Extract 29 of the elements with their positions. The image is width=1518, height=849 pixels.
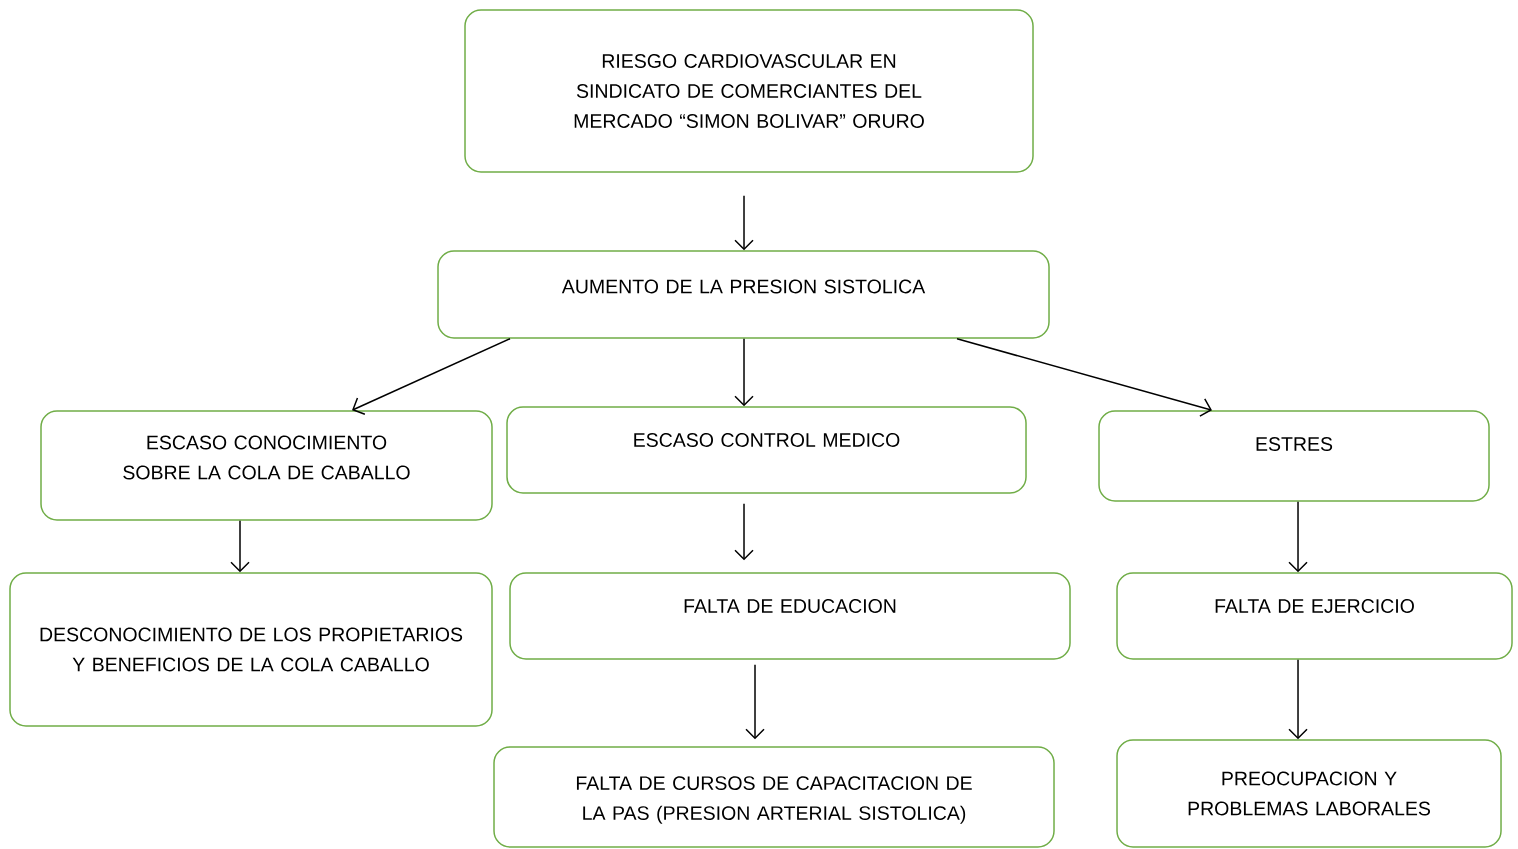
arrow <box>734 195 754 251</box>
process-box <box>40 410 493 521</box>
arrow <box>1288 501 1308 573</box>
box-text: ESCASO CONTROL MEDICO <box>634 433 900 447</box>
box-text: ESCASO CONOCIMIENTO SOBRE LA COLA DE CABALLO <box>123 435 410 480</box>
box-text: FALTA DE EJERCICIO <box>1215 599 1414 613</box>
arrow <box>734 503 754 561</box>
arrow <box>745 664 765 740</box>
process-box <box>437 250 1050 339</box>
box-text: AUMENTO DE LA PRESION SISTOLICA <box>561 279 926 294</box>
box-text: PREOCUPACION Y PROBLEMAS LABORALES <box>1188 771 1430 816</box>
process-box <box>509 572 1071 660</box>
process-box <box>1116 739 1502 848</box>
process-box <box>1098 410 1490 502</box>
process-box <box>506 406 1027 494</box>
process-box <box>464 9 1034 173</box>
box-text: ESTRES <box>1256 437 1333 451</box>
process-box <box>1116 572 1513 660</box>
arrow <box>734 338 754 407</box>
arrow <box>956 338 1212 417</box>
box-text: FALTA DE CURSOS DE CAPACITACION DE LA PAS (PRESION ARTERIAL SISTOLICA) <box>576 776 972 824</box>
box-text: RIESGO CARDIOVASCULAR EN SINDICATO DE COMERCIANTES DEL MERCADO “SIMON BOLIVAR” ORURO <box>574 54 924 128</box>
arrow <box>352 338 511 416</box>
arrow <box>1288 659 1308 740</box>
process-box <box>493 746 1055 848</box>
box-text: FALTA DE EDUCACION <box>684 599 896 613</box>
arrow <box>230 520 250 573</box>
process-box <box>9 572 493 727</box>
box-text: DESCONOCIMIENTO DE LOS PROPIETARIOS Y BENEFICIOS DE LA COLA CABALLO <box>40 627 463 672</box>
